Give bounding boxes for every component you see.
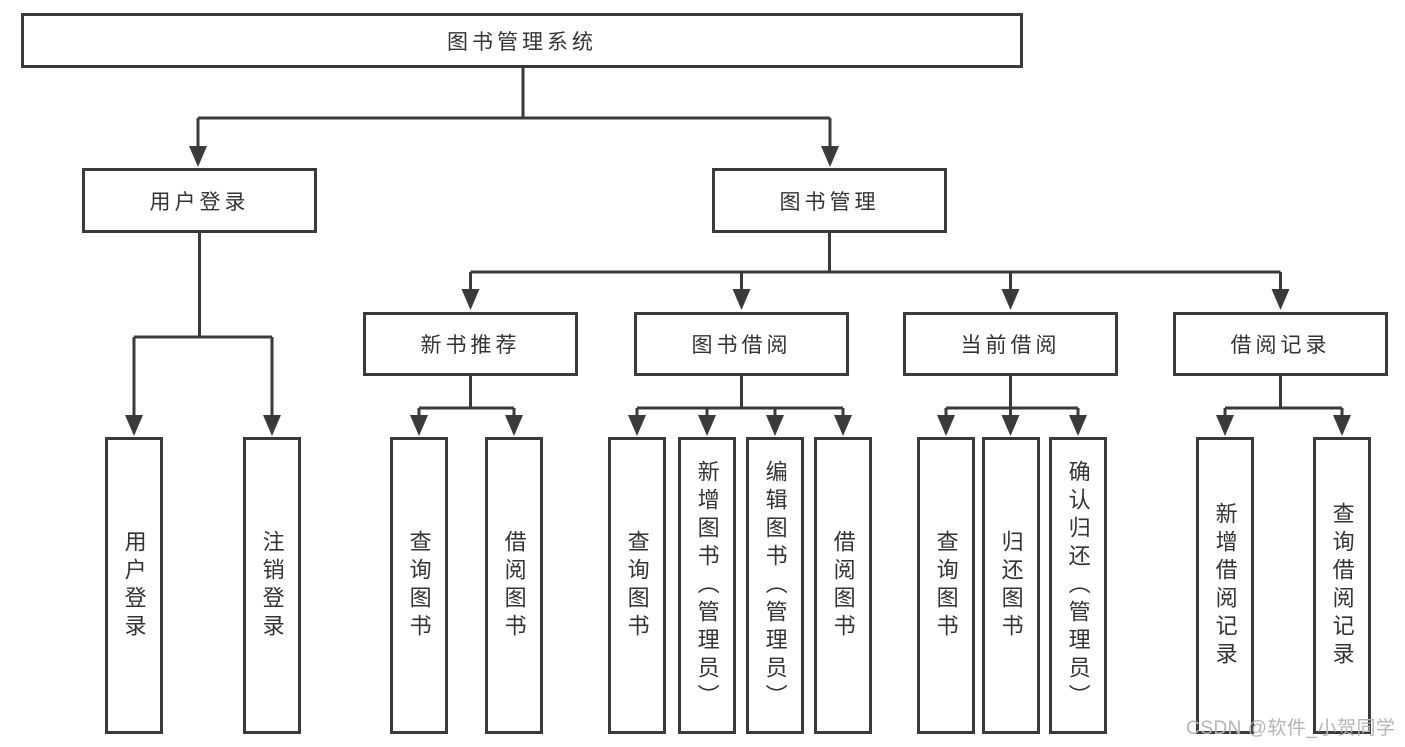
arrow-down-icon bbox=[1069, 415, 1087, 436]
arrow-down-icon bbox=[766, 415, 784, 436]
node-root: 图书管理系统 bbox=[21, 13, 1023, 68]
leaf-borrow-edit-admin: 编辑图书（管理员） bbox=[746, 437, 804, 734]
leaf-current-confirm-return-admin-label: 确认归还（管理员） bbox=[1065, 459, 1091, 712]
arrow-down-icon bbox=[698, 415, 716, 436]
leaf-borrow-book-label: 借阅图书 bbox=[830, 529, 856, 642]
leaf-borrow-book: 借阅图书 bbox=[814, 437, 872, 734]
leaf-record-query-label: 查询借阅记录 bbox=[1329, 501, 1355, 670]
connector-book-borrow-to-leaves bbox=[635, 376, 845, 417]
node-borrow-record: 借阅记录 bbox=[1173, 312, 1388, 376]
arrow-down-icon bbox=[628, 415, 646, 436]
arrow-down-icon bbox=[937, 415, 955, 436]
node-root-label: 图书管理系统 bbox=[447, 30, 597, 54]
leaf-borrow-query-label: 查询图书 bbox=[624, 529, 650, 642]
leaf-current-query: 查询图书 bbox=[917, 437, 975, 734]
arrow-down-icon bbox=[505, 415, 523, 436]
leaf-borrow-query: 查询图书 bbox=[608, 437, 666, 734]
connector-new-book-to-leaves bbox=[417, 376, 516, 417]
connector-root-to-level2 bbox=[196, 68, 832, 147]
connector-current-borrow-to-leaves bbox=[944, 376, 1080, 417]
arrow-down-icon bbox=[189, 146, 207, 167]
node-new-book-recommend-label: 新书推荐 bbox=[420, 334, 521, 357]
node-book-management-label: 图书管理 bbox=[779, 190, 880, 214]
node-book-borrow: 图书借阅 bbox=[634, 312, 849, 376]
leaf-new-book-query-label: 查询图书 bbox=[406, 529, 432, 642]
leaf-borrow-edit-admin-label: 编辑图书（管理员） bbox=[762, 459, 788, 712]
leaf-new-book-borrow-label: 借阅图书 bbox=[501, 529, 527, 642]
node-new-book-recommend: 新书推荐 bbox=[363, 312, 578, 376]
leaf-current-confirm-return-admin: 确认归还（管理员） bbox=[1049, 437, 1107, 734]
leaf-logout: 注销登录 bbox=[243, 437, 301, 734]
node-book-management: 图书管理 bbox=[712, 168, 947, 233]
node-current-borrow: 当前借阅 bbox=[903, 312, 1118, 376]
leaf-new-book-borrow: 借阅图书 bbox=[485, 437, 543, 734]
leaf-user-login-label: 用户登录 bbox=[121, 529, 147, 642]
node-book-borrow-label: 图书借阅 bbox=[691, 334, 792, 357]
connector-borrow-record-to-leaves bbox=[1223, 376, 1344, 417]
leaf-current-return-label: 归还图书 bbox=[998, 529, 1024, 642]
connector-user-login-to-leaves bbox=[132, 233, 274, 416]
arrow-down-icon bbox=[125, 415, 143, 436]
leaf-current-return: 归还图书 bbox=[982, 437, 1040, 734]
arrow-down-icon bbox=[1001, 289, 1020, 310]
node-user-login-label: 用户登录 bbox=[149, 190, 250, 214]
leaf-record-add-label: 新增借阅记录 bbox=[1212, 501, 1238, 670]
arrow-down-icon bbox=[834, 415, 852, 436]
arrow-down-icon bbox=[461, 289, 480, 310]
arrow-down-icon bbox=[263, 415, 281, 436]
arrow-down-icon bbox=[821, 146, 839, 167]
connector-book-management-to-level3 bbox=[469, 233, 1282, 290]
leaf-borrow-add-admin: 新增图书（管理员） bbox=[678, 437, 736, 734]
node-borrow-record-label: 借阅记录 bbox=[1230, 334, 1331, 357]
node-user-login: 用户登录 bbox=[82, 168, 317, 233]
arrow-down-icon bbox=[410, 415, 428, 436]
leaf-logout-label: 注销登录 bbox=[259, 529, 285, 642]
arrow-down-icon bbox=[1333, 415, 1351, 436]
arrow-down-icon bbox=[732, 289, 751, 310]
leaf-record-query: 查询借阅记录 bbox=[1313, 437, 1371, 734]
csdn-watermark: CSDN @软件_小贺同学 bbox=[1186, 718, 1396, 739]
leaf-current-query-label: 查询图书 bbox=[933, 529, 959, 642]
leaf-record-add: 新增借阅记录 bbox=[1196, 437, 1254, 734]
node-current-borrow-label: 当前借阅 bbox=[960, 334, 1061, 357]
leaf-borrow-add-admin-label: 新增图书（管理员） bbox=[694, 459, 720, 712]
leaf-new-book-query: 查询图书 bbox=[390, 437, 448, 734]
leaf-user-login: 用户登录 bbox=[105, 437, 163, 734]
arrow-down-icon bbox=[1216, 415, 1234, 436]
arrow-down-icon bbox=[1001, 415, 1020, 436]
arrow-down-icon bbox=[1271, 289, 1290, 310]
